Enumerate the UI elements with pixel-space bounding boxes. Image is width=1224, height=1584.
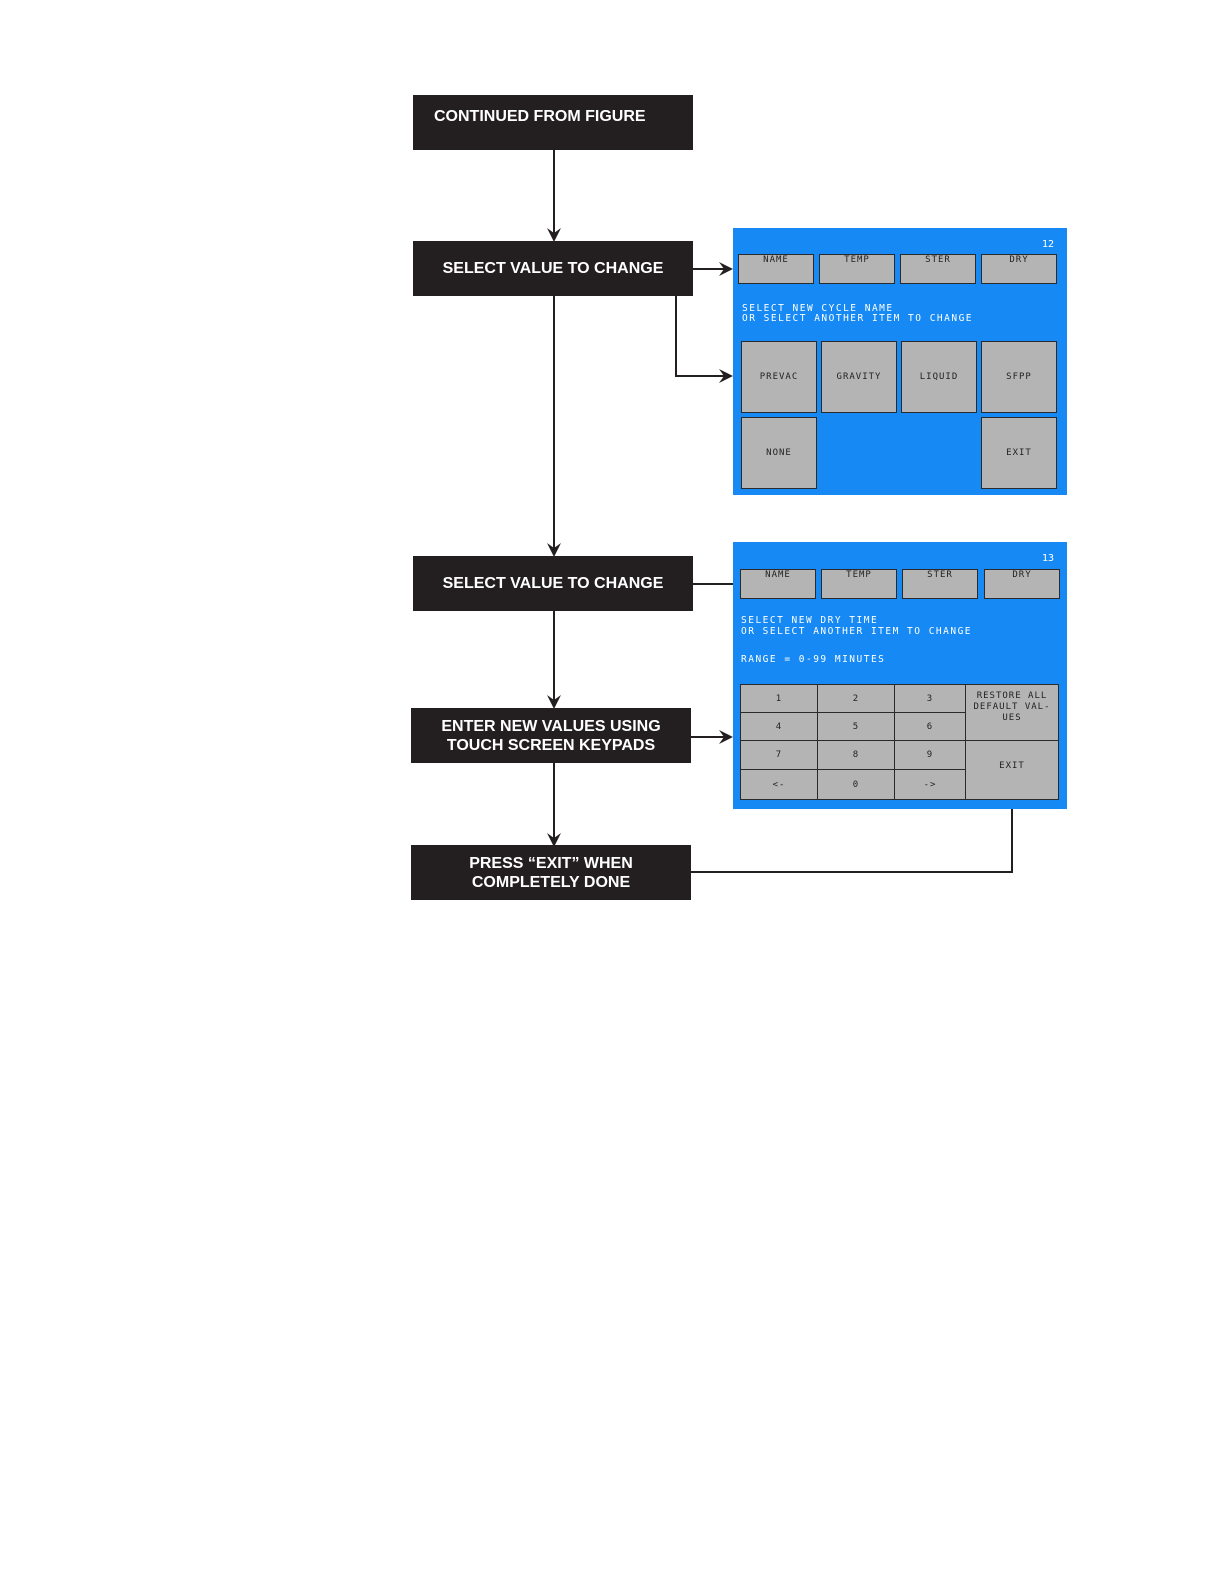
key-1[interactable]: 1 (740, 684, 818, 713)
continued-label: CONTINUED FROM FIGURE (434, 108, 646, 125)
continued-from-figure-box: CONTINUED FROM FIGURE (413, 95, 693, 150)
liquid-button[interactable]: LIQUID (901, 341, 977, 413)
screen-12: 12 NAME TEMP STER DRY SELECT NEW CYCLE N… (733, 228, 1067, 495)
exit-button[interactable]: EXIT (981, 417, 1057, 489)
tab-temp[interactable]: TEMP (819, 254, 895, 284)
none-button[interactable]: NONE (741, 417, 817, 489)
enter-new-values-box: ENTER NEW VALUES USING TOUCH SCREEN KEYP… (411, 708, 691, 763)
screen-13: 13 NAME TEMP STER DRY SELECT NEW DRY TIM… (733, 542, 1067, 809)
key-0[interactable]: 0 (817, 769, 895, 800)
tab-dry[interactable]: DRY (984, 569, 1060, 599)
press-exit-label: PRESS “EXIT” WHEN COMPLETELY DONE (469, 854, 633, 891)
key-4[interactable]: 4 (740, 712, 818, 741)
key-3[interactable]: 3 (894, 684, 966, 713)
message-line-1: SELECT NEW DRY TIME (741, 615, 879, 626)
enter-new-values-label: ENTER NEW VALUES USING TOUCH SCREEN KEYP… (441, 717, 661, 754)
tab-ster[interactable]: STER (902, 569, 978, 599)
range-text: RANGE = 0-99 MINUTES (741, 654, 886, 665)
prevac-button[interactable]: PREVAC (741, 341, 817, 413)
select-value-box-2: SELECT VALUE TO CHANGE (413, 556, 693, 611)
key-9[interactable]: 9 (894, 740, 966, 770)
tab-name[interactable]: NAME (740, 569, 816, 599)
arrow-press-exit-to-exit-key (691, 777, 1019, 873)
gravity-button[interactable]: GRAVITY (821, 341, 897, 413)
press-exit-box: PRESS “EXIT” WHEN COMPLETELY DONE (411, 845, 691, 900)
screen-number: 13 (1041, 553, 1054, 564)
key-forward[interactable]: -> (894, 769, 966, 800)
key-backspace[interactable]: <- (740, 769, 818, 800)
arrow-select1-to-buttons (675, 296, 733, 383)
key-8[interactable]: 8 (817, 740, 895, 770)
tab-temp[interactable]: TEMP (821, 569, 897, 599)
sfpp-button[interactable]: SFPP (981, 341, 1057, 413)
key-2[interactable]: 2 (817, 684, 895, 713)
select-value-box-1: SELECT VALUE TO CHANGE (413, 241, 693, 296)
tab-dry[interactable]: DRY (981, 254, 1057, 284)
tab-name[interactable]: NAME (738, 254, 814, 284)
key-6[interactable]: 6 (894, 712, 966, 741)
exit-key[interactable]: EXIT (965, 740, 1059, 800)
select-value-label-1: SELECT VALUE TO CHANGE (442, 260, 664, 277)
restore-defaults-button[interactable]: RESTORE ALL DEFAULT VAL- UES (965, 684, 1059, 741)
message-line-1: SELECT NEW CYCLE NAME (742, 303, 894, 314)
message-line-2: OR SELECT ANOTHER ITEM TO CHANGE (741, 626, 973, 637)
select-value-label-2: SELECT VALUE TO CHANGE (442, 575, 664, 592)
key-5[interactable]: 5 (817, 712, 895, 741)
message-line-2: OR SELECT ANOTHER ITEM TO CHANGE (742, 313, 974, 324)
tab-ster[interactable]: STER (900, 254, 976, 284)
screen-number: 12 (1041, 239, 1054, 250)
key-7[interactable]: 7 (740, 740, 818, 770)
